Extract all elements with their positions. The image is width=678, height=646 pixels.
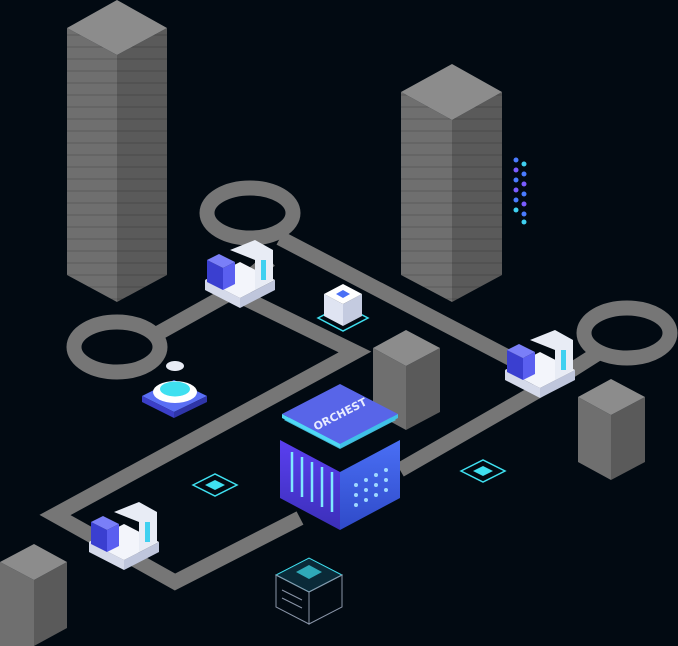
workstation-device-bottom [89,502,159,570]
status-led-column [513,157,527,225]
hub-light-bars [290,452,334,512]
server-block-bottom-left [0,544,67,646]
diamond-marker-left [191,473,239,497]
road-ring-left [66,314,168,380]
wireframe-server-box [274,557,344,625]
road-top-diagonal [276,231,552,385]
hub-dot-grid [354,468,388,507]
cube-node [316,284,370,332]
server-tower-tall-right [401,64,502,302]
orchest-hub: ORCHEST [280,384,400,530]
road-ring-top [199,180,301,246]
glow-platform [142,361,207,418]
server-block-right [578,379,645,480]
road-main-loop [39,285,372,591]
workstation-device-top [205,240,275,308]
diamond-marker-right [459,459,507,483]
server-tower-tall-left [67,0,167,302]
workstation-device-right [505,330,575,398]
road-ring-right [576,300,678,366]
